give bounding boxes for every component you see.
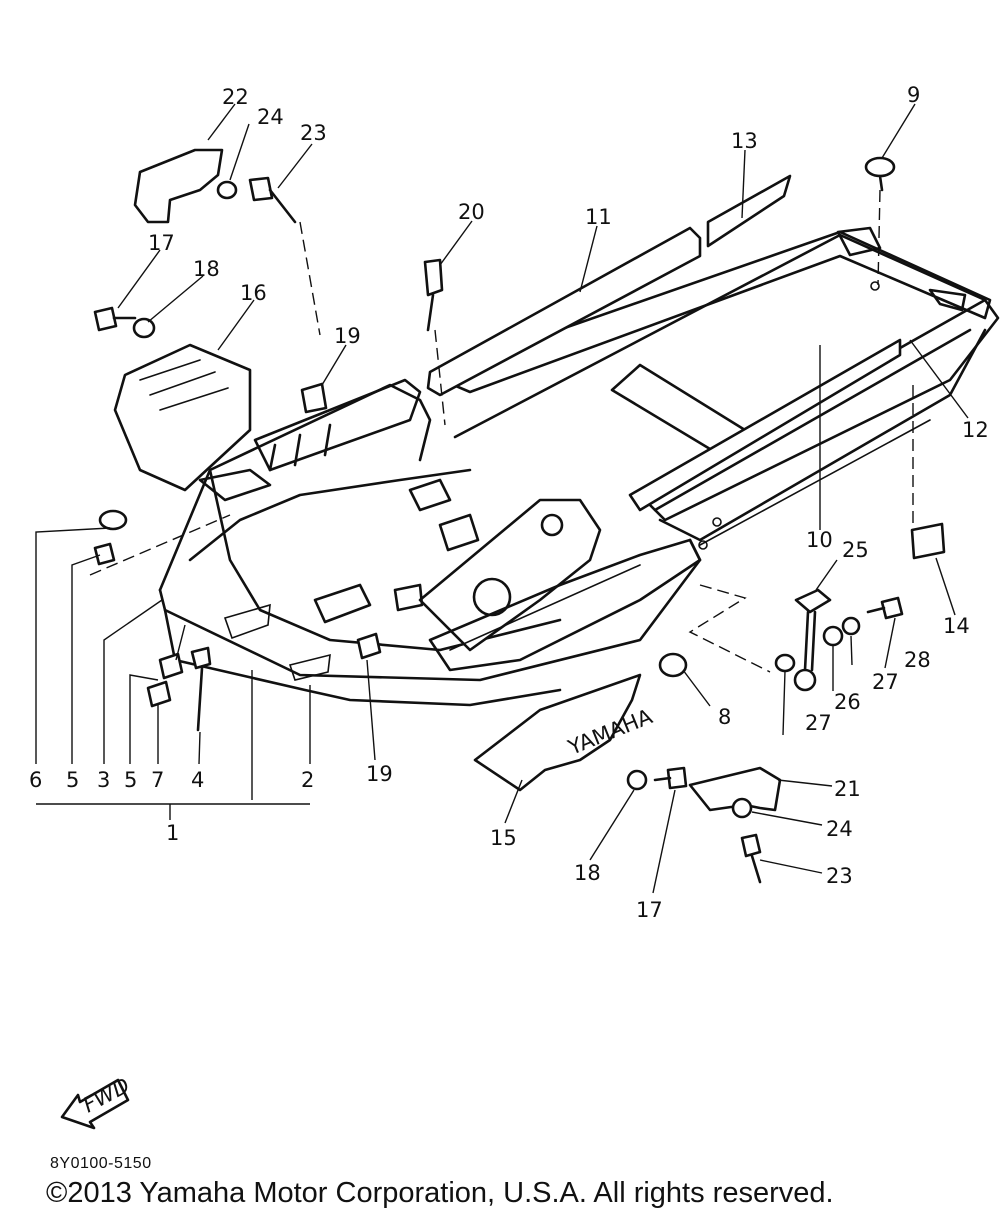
callout-28: 28 (904, 648, 931, 672)
callout-17-bottom: 17 (636, 898, 663, 922)
decal-13 (706, 174, 792, 248)
callout-23-bottom: 23 (826, 864, 853, 888)
callout-5-left: 5 (66, 768, 79, 792)
cover-16 (113, 343, 252, 492)
frame-assembly (158, 226, 1000, 707)
callout-13: 13 (731, 129, 758, 153)
callout-21: 21 (834, 777, 861, 801)
callout-9: 9 (907, 83, 920, 107)
callout-19-bottom: 19 (366, 762, 393, 786)
hardware (93, 156, 904, 884)
callout-14: 14 (943, 614, 970, 638)
callout-8: 8 (718, 705, 731, 729)
callout-22: 22 (222, 85, 249, 109)
callout-10: 10 (806, 528, 833, 552)
assembly-guides (89, 189, 914, 673)
callout-4: 4 (191, 768, 204, 792)
cover-22 (133, 148, 224, 224)
decal-strip-11 (426, 226, 702, 397)
callout-19-top: 19 (334, 324, 361, 348)
callout-18-bottom: 18 (574, 861, 601, 885)
callout-25: 25 (842, 538, 869, 562)
callout-24: 24 (257, 105, 284, 129)
decal-strip-10 (628, 338, 902, 512)
callout-15: 15 (490, 826, 517, 850)
callout-12: 12 (962, 418, 989, 442)
callout-23: 23 (300, 121, 327, 145)
cover-21 (688, 766, 782, 812)
decal-14 (910, 522, 946, 560)
callout-16: 16 (240, 281, 267, 305)
callout-27-right: 27 (872, 670, 899, 694)
callout-6: 6 (29, 768, 42, 792)
fwd-arrow-icon: FWD (60, 1073, 134, 1130)
callout-7: 7 (151, 768, 164, 792)
leader-lines (35, 103, 969, 894)
callout-17-top: 17 (148, 231, 175, 255)
callout-2: 2 (301, 768, 314, 792)
callout-26: 26 (834, 690, 861, 714)
callout-3: 3 (97, 768, 110, 792)
callout-11: 11 (585, 205, 612, 229)
callout-20: 20 (458, 200, 485, 224)
cowl-15: YAMAHA (473, 673, 656, 792)
drawing-code: 8Y0100-5150 (50, 1155, 152, 1172)
copyright-notice: ©2013 Yamaha Motor Corporation, U.S.A. A… (46, 1177, 834, 1209)
callout-18-top: 18 (193, 257, 220, 281)
callout-labels: 22 24 23 20 11 13 9 17 18 16 19 12 10 25… (29, 83, 989, 922)
callout-5-right: 5 (124, 768, 137, 792)
callout-1: 1 (166, 821, 179, 845)
callout-27-left: 27 (805, 711, 832, 735)
callout-24-bottom: 24 (826, 817, 853, 841)
